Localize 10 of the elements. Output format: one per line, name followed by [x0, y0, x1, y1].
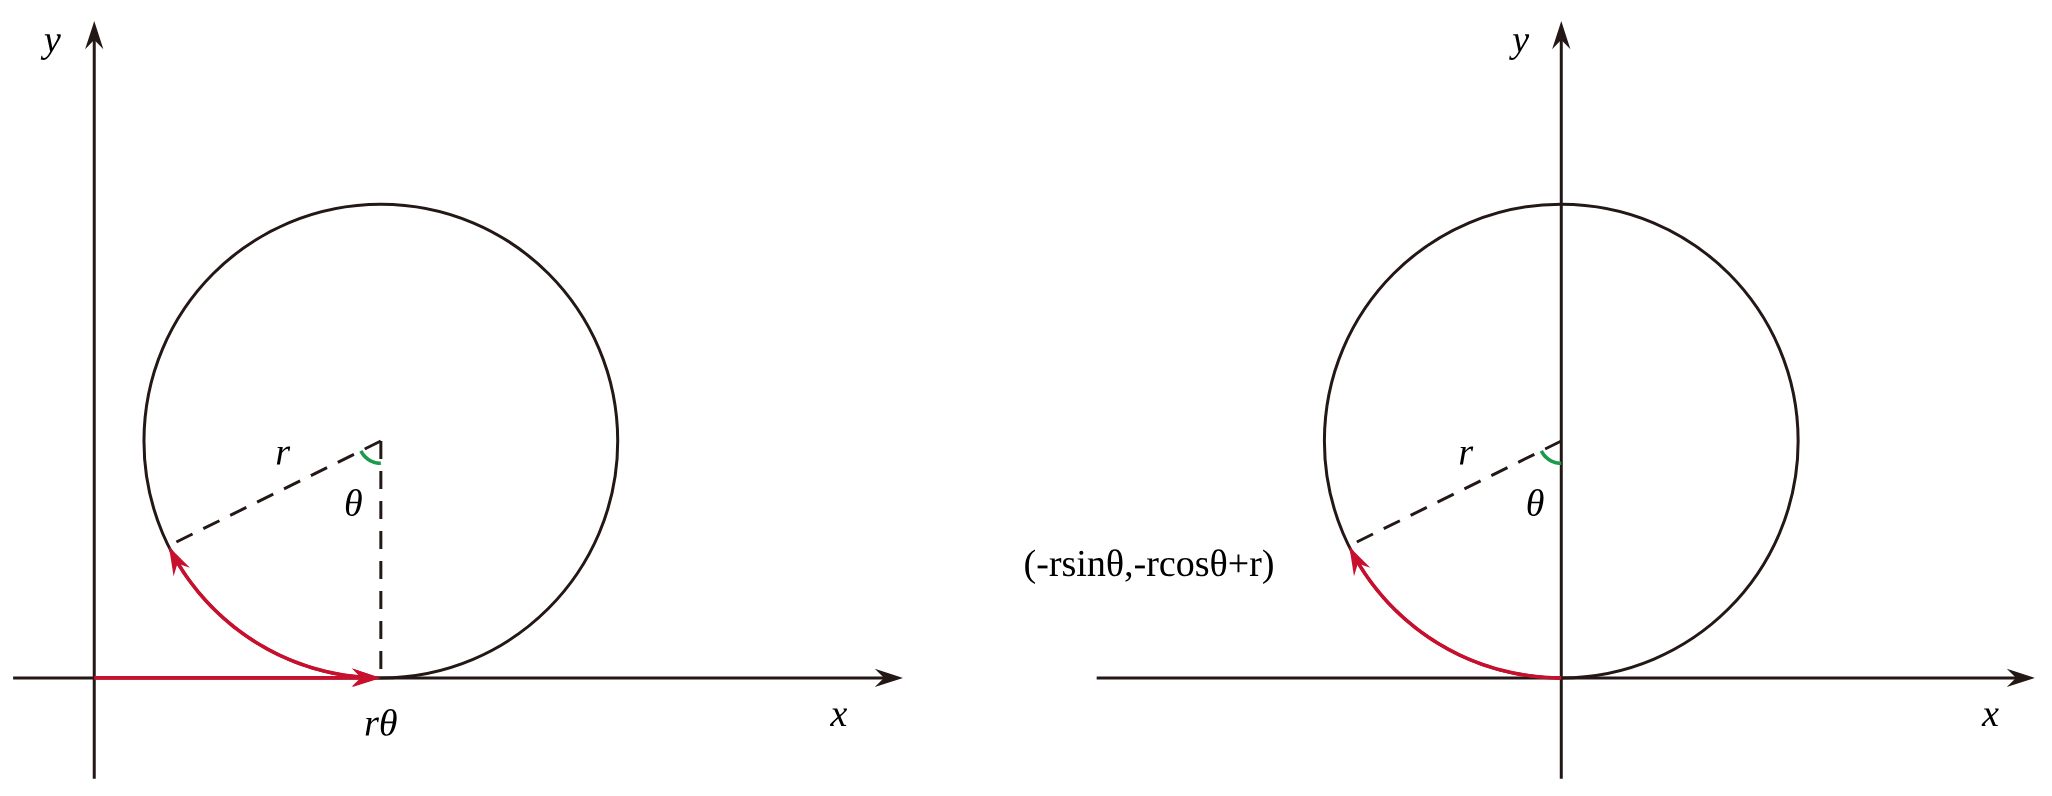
variable-label: r	[1459, 446, 1474, 465]
coordinate-label: (-rsinθ,-rcosθ+r)	[1025, 549, 1273, 585]
axis-label: x	[1981, 708, 1999, 727]
variable-label: r	[276, 446, 291, 465]
angle-label: θ	[1527, 489, 1544, 517]
axis-label: y	[1509, 34, 1530, 61]
variable-label: rθ	[365, 709, 397, 737]
angle-label: θ	[345, 489, 362, 517]
axis-label: y	[40, 34, 61, 61]
axis-label: x	[829, 708, 848, 727]
